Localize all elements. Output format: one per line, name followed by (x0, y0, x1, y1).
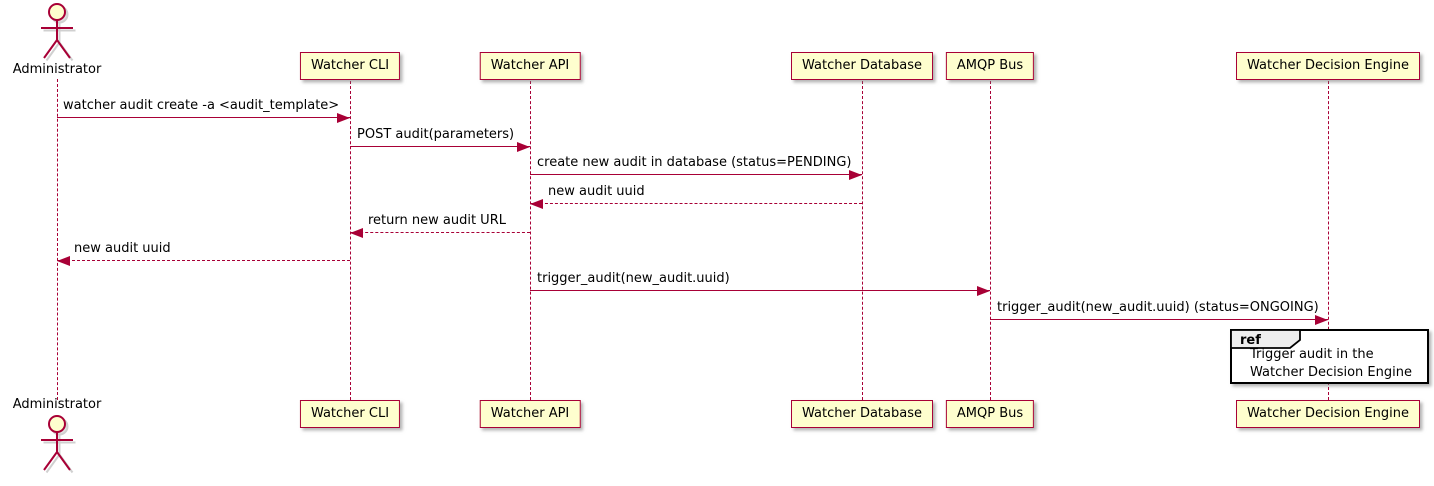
arrowhead-left-icon (530, 199, 543, 209)
message-label-6: new audit uuid (74, 241, 171, 256)
lifeline-watcher-cli (350, 81, 351, 400)
message-line-8 (990, 319, 1328, 320)
lifeline-administrator (57, 79, 58, 400)
actor-icon (41, 3, 76, 62)
participant-watcher-decision-engine-top: Watcher Decision Engine (1236, 52, 1420, 80)
participant-watcher-database-top: Watcher Database (791, 52, 933, 80)
arrowhead-left-icon (57, 256, 70, 266)
message-line-4 (530, 203, 862, 204)
actor-icon (41, 415, 76, 474)
message-line-2 (350, 146, 530, 147)
ref-fragment: ref Trigger audit in the Watcher Decisio… (1230, 329, 1429, 384)
participant-administrator-bottom: Administrator (12, 397, 102, 412)
participant-watcher-cli-top: Watcher CLI (299, 52, 401, 80)
message-label-3: create new audit in database (status=PEN… (537, 155, 852, 170)
participant-watcher-api-bottom: Watcher API (479, 400, 581, 428)
message-line-1 (57, 117, 350, 118)
arrowhead-right-icon (1315, 315, 1328, 325)
message-line-5 (350, 232, 530, 233)
message-label-7: trigger_audit(new_audit.uuid) (537, 271, 730, 286)
lifeline-watcher-api (530, 81, 531, 400)
message-label-5: return new audit URL (368, 213, 506, 228)
message-label-8: trigger_audit(new_audit.uuid) (status=ON… (997, 300, 1319, 315)
participant-watcher-cli-bottom: Watcher CLI (299, 400, 401, 428)
participant-administrator-top: Administrator (12, 62, 102, 77)
message-line-7 (530, 290, 990, 291)
ref-keyword: ref (1240, 333, 1261, 348)
arrowhead-right-icon (337, 113, 350, 123)
participant-amqp-bus-bottom: AMQP Bus (945, 400, 1035, 428)
participant-watcher-database-bottom: Watcher Database (791, 400, 933, 428)
arrowhead-right-icon (849, 170, 862, 180)
arrowhead-right-icon (977, 286, 990, 296)
participant-watcher-api-top: Watcher API (479, 52, 581, 80)
message-label-1: watcher audit create -a <audit_template> (63, 98, 340, 113)
arrowhead-left-icon (350, 228, 363, 238)
ref-text-line2: Watcher Decision Engine (1250, 365, 1412, 380)
participant-watcher-decision-engine-bottom: Watcher Decision Engine (1236, 400, 1420, 428)
ref-text-line1: Trigger audit in the (1250, 347, 1374, 362)
message-line-6 (57, 260, 350, 261)
lifeline-watcher-database (862, 81, 863, 400)
participant-amqp-bus-top: AMQP Bus (945, 52, 1035, 80)
message-label-2: POST audit(parameters) (357, 127, 515, 142)
lifeline-watcher-decision-engine (1328, 81, 1329, 400)
message-label-4: new audit uuid (548, 184, 645, 199)
ref-tag-icon: ref (1230, 329, 1301, 349)
lifeline-amqp-bus (990, 81, 991, 400)
arrowhead-right-icon (517, 142, 530, 152)
message-line-3 (530, 174, 862, 175)
